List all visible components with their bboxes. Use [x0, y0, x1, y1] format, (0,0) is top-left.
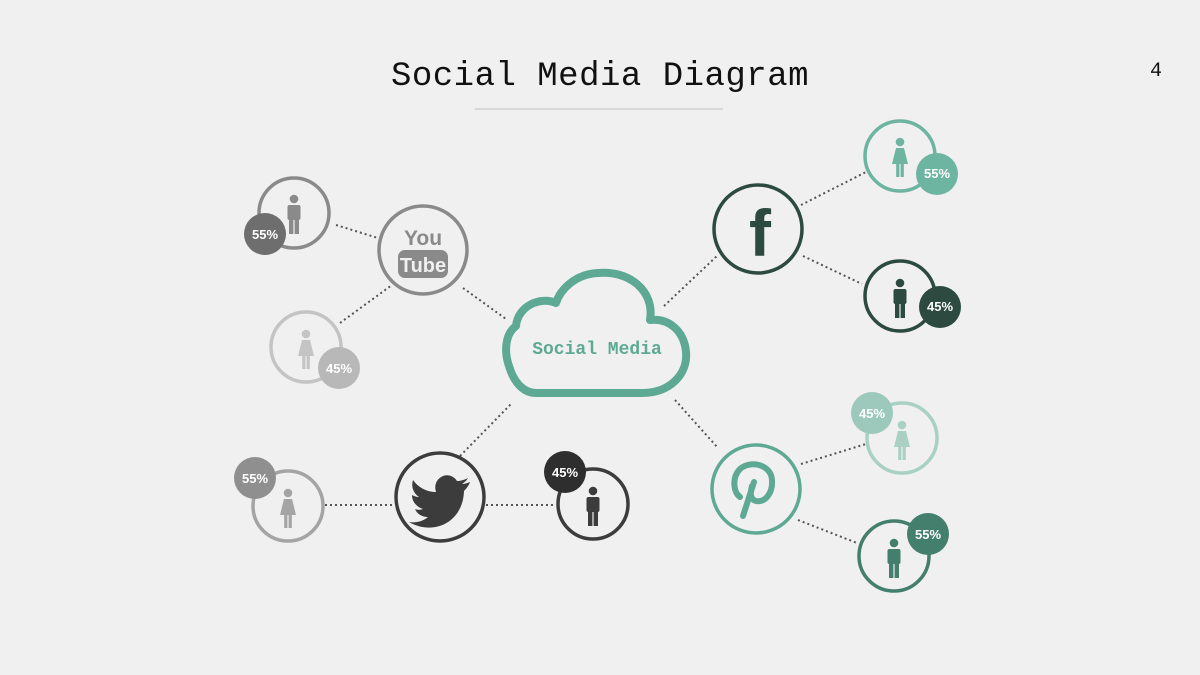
pinterest-circle [710, 443, 802, 535]
twitter-male-node: 45% [544, 451, 630, 541]
pinterest-male-node: 55% [857, 513, 949, 593]
connector-pinterest-male [797, 519, 858, 544]
connector-twitter-center [459, 402, 513, 457]
pinterest-node [710, 443, 802, 535]
connector-facebook-male [802, 255, 863, 285]
youtube-logo-you: You [404, 227, 442, 250]
pinterest-icon [731, 461, 776, 519]
pinterest-female-node: 45% [851, 392, 939, 475]
connector-youtube-male [335, 224, 379, 239]
facebook-circle [712, 183, 804, 275]
pinterest-female-percent: 45% [859, 406, 885, 421]
twitter-node [394, 451, 486, 543]
youtube-female-percent: 45% [326, 361, 352, 376]
facebook-male-percent: 45% [927, 299, 953, 314]
connectors [325, 171, 867, 544]
facebook-female-percent: 55% [924, 166, 950, 181]
twitter-circle [394, 451, 486, 543]
youtube-logo-tube: Tube [400, 255, 446, 277]
page-number: 4 [1149, 60, 1162, 83]
youtube-node: You Tube [377, 204, 469, 296]
connector-youtube-female [339, 284, 393, 324]
connector-facebook-center [663, 254, 719, 307]
youtube-circle [377, 204, 469, 296]
facebook-icon: f [749, 196, 772, 270]
facebook-male-node: 45% [863, 259, 961, 333]
youtube-female-node: 45% [269, 310, 360, 389]
center-label: Social Media [532, 340, 662, 360]
facebook-node: f [712, 183, 804, 275]
title-underline [475, 108, 723, 110]
connector-facebook-female [800, 171, 867, 206]
facebook-female-node: 55% [863, 119, 958, 195]
connector-youtube-center [462, 287, 507, 320]
center-node: Social Media [502, 268, 691, 397]
connector-pinterest-center [674, 399, 719, 449]
twitter-female-percent: 55% [242, 471, 268, 486]
connector-pinterest-female [800, 443, 867, 465]
youtube-male-node: 55% [244, 176, 331, 255]
youtube-male-percent: 55% [252, 227, 278, 242]
twitter-male-percent: 45% [552, 465, 578, 480]
youtube-icon: You Tube [398, 227, 448, 278]
twitter-bird-icon [409, 475, 470, 528]
pinterest-male-percent: 55% [915, 527, 941, 542]
page-title: Social Media Diagram [390, 58, 810, 96]
cloud-icon [502, 268, 691, 397]
twitter-female-node: 55% [234, 457, 325, 543]
